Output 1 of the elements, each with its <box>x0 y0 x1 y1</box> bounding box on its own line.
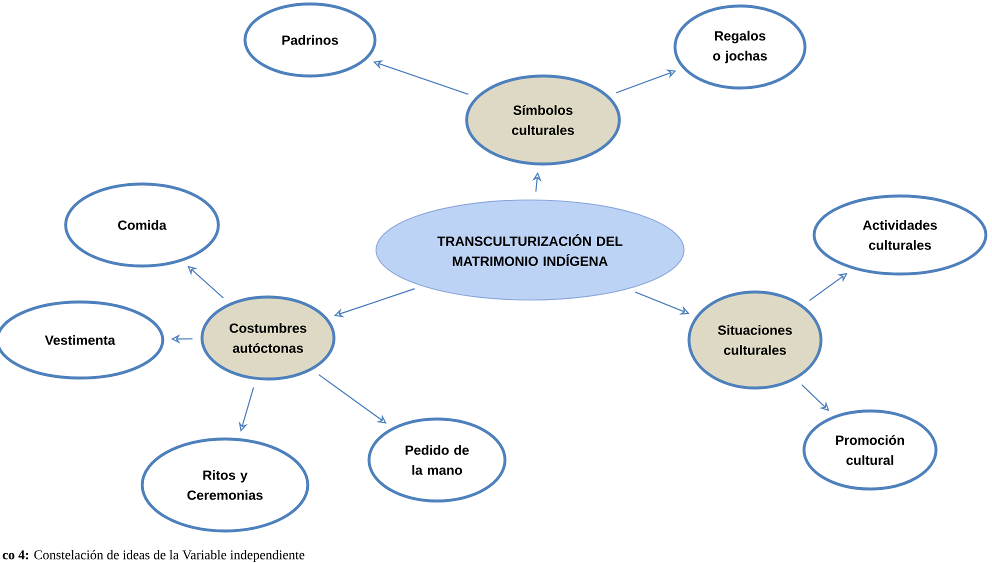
caption: co 4: Constelación de ideas de la Variable independiente <box>2 550 304 562</box>
